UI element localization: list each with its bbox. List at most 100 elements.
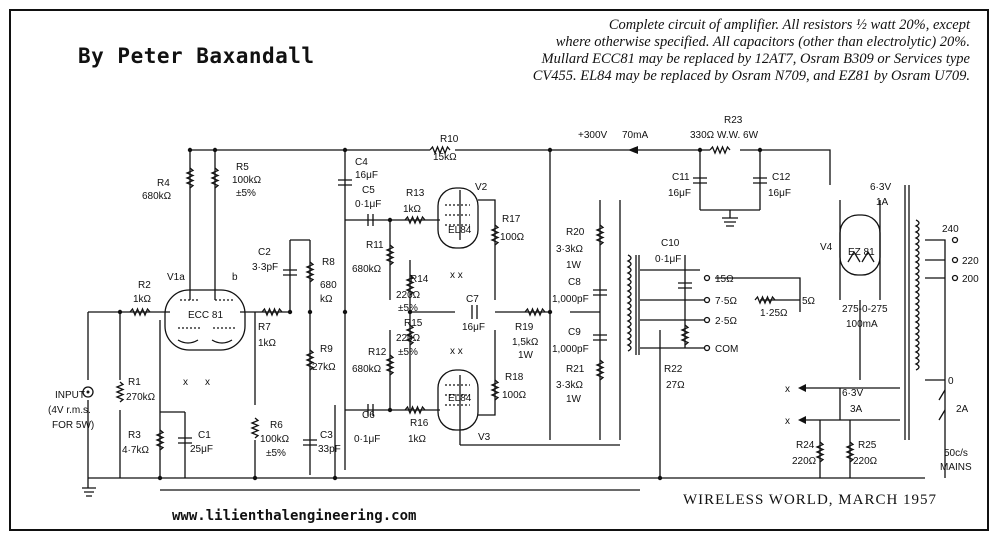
label-c2: C2 — [258, 247, 271, 258]
label-r1-val: 270kΩ — [126, 392, 156, 403]
tube-v2-el84 — [437, 187, 479, 249]
ground-symbol — [722, 217, 738, 227]
label-r24-val: 220Ω — [792, 456, 817, 467]
label-htr2-a: 3A — [850, 404, 863, 415]
capacitor-c7 — [471, 305, 478, 319]
label-r5: R5 — [236, 162, 249, 173]
label-r13-val: 1kΩ — [403, 204, 422, 215]
label-c10-val: 0·1μF — [655, 254, 681, 265]
label-r9-val: 27kΩ — [312, 362, 336, 373]
label-r15-tol: ±5% — [398, 347, 418, 358]
label-r7: R7 — [258, 322, 271, 333]
capacitor-c5 — [367, 214, 374, 226]
label-tap-0: 0 — [948, 376, 954, 387]
label-c3: C3 — [320, 430, 333, 441]
label-input-2: (4V r.m.s. — [48, 405, 91, 416]
label-v2: V2 — [475, 182, 488, 193]
capacitor-c8 — [593, 289, 607, 296]
label-htr2: 6·3V — [842, 388, 863, 399]
capacitor-c1 — [178, 437, 192, 444]
label-c11: C11 — [672, 172, 690, 183]
label-r18: R18 — [505, 372, 524, 383]
label-c6: C6 — [362, 410, 375, 421]
output-terminals — [703, 236, 959, 352]
label-r22-val: 27Ω — [666, 380, 685, 391]
label-tap-200: 200 — [962, 274, 979, 285]
wiring — [87, 149, 946, 491]
label-out-5: 5Ω — [802, 296, 816, 307]
label-r6-val: 100kΩ — [260, 434, 290, 445]
label-r8: R8 — [322, 257, 335, 268]
label-v1-x1: x — [183, 377, 188, 388]
label-v3: V3 — [478, 432, 491, 443]
label-htr1-a: 1A — [876, 197, 889, 208]
label-v3-xx: x x — [450, 346, 463, 357]
label-c8: C8 — [568, 277, 581, 288]
label-r25-val: 220Ω — [853, 456, 878, 467]
caption-line: CV455. EL84 may be replaced by Osram N70… — [532, 68, 970, 84]
label-tap-220: 220 — [962, 256, 979, 267]
label-htr1: 6·3V — [870, 182, 891, 193]
label-hv: 275-0-275 — [842, 304, 888, 315]
label-out-75: 7·5Ω — [715, 296, 737, 307]
label-c8-val: 1,000pF — [552, 294, 589, 305]
label-r3-val: 4·7kΩ — [122, 445, 149, 456]
label-supply-voltage: +300V — [578, 130, 608, 141]
label-supply-current: 70mA — [622, 130, 648, 141]
label-out-25: 2·5Ω — [715, 316, 737, 327]
capacitor-c12 — [753, 177, 767, 184]
label-r19: R19 — [515, 322, 534, 333]
label-r7-val: 1kΩ — [258, 338, 277, 349]
label-r5-val: 100kΩ — [232, 175, 262, 186]
label-c5-val: 0·1μF — [355, 199, 381, 210]
label-v2-el84: EL84 — [448, 225, 472, 236]
label-r11: R11 — [366, 240, 384, 251]
label-r12-val: 680kΩ — [352, 364, 382, 375]
label-htr-x2: x — [785, 416, 790, 427]
label-r21-val: 3·3kΩ — [556, 380, 583, 391]
output-transformer — [626, 254, 640, 355]
label-out-125: 1·25Ω — [760, 308, 788, 319]
label-r2-val: 1kΩ — [133, 294, 152, 305]
resistor-r23 — [709, 146, 731, 154]
tube-v1-ecc81 — [164, 289, 246, 351]
label-r11-val: 680kΩ — [352, 264, 382, 275]
label-c7: C7 — [466, 294, 479, 305]
label-r14: R14 — [410, 274, 429, 285]
caption-line: where otherwise specified. All capacitor… — [555, 34, 970, 50]
label-r20-val: 3·3kΩ — [556, 244, 583, 255]
caption-line: Complete circuit of amplifier. All resis… — [608, 17, 970, 33]
label-ez81: EZ 81 — [848, 247, 875, 258]
label-r15: R15 — [404, 318, 423, 329]
label-c3-val: 33pF — [318, 444, 341, 455]
component-labels: INPUT (4V r.m.s. FOR 5W) +300V 70mA R4 6… — [48, 115, 979, 473]
label-c11-val: 16μF — [668, 188, 691, 199]
label-r15-val: 220Ω — [396, 333, 421, 344]
junction-dots — [117, 147, 763, 481]
label-r14-val: 220Ω — [396, 290, 421, 301]
label-c1-val: 25μF — [190, 444, 213, 455]
capacitor-c2 — [283, 269, 297, 276]
resistor-r1 — [116, 381, 124, 403]
label-r24: R24 — [796, 440, 815, 451]
label-r12: R12 — [368, 347, 387, 358]
input-jack — [82, 386, 94, 398]
label-tap-240: 240 — [942, 224, 959, 235]
label-r6: R6 — [270, 420, 283, 431]
label-v2-xx: x x — [450, 270, 463, 281]
label-htr-x1: x — [785, 384, 790, 395]
label-hv-ma: 100mA — [846, 319, 878, 330]
label-c1: C1 — [198, 430, 211, 441]
label-input-3: FOR 5W) — [52, 420, 94, 431]
label-r6-tol: ±5% — [266, 448, 286, 459]
caption-line: Mullard ECC81 may be replaced by 12AT7, … — [541, 51, 970, 67]
caption: Complete circuit of amplifier. All resis… — [392, 17, 970, 85]
label-c9-val: 1,000pF — [552, 344, 589, 355]
label-r10: R10 — [440, 134, 459, 145]
label-c4-val: 16μF — [355, 170, 378, 181]
label-c12: C12 — [772, 172, 791, 183]
capacitor-c3 — [303, 439, 317, 446]
resistor-r6 — [251, 417, 259, 439]
label-v1-x2: x — [205, 377, 210, 388]
label-r4: R4 — [157, 178, 170, 189]
